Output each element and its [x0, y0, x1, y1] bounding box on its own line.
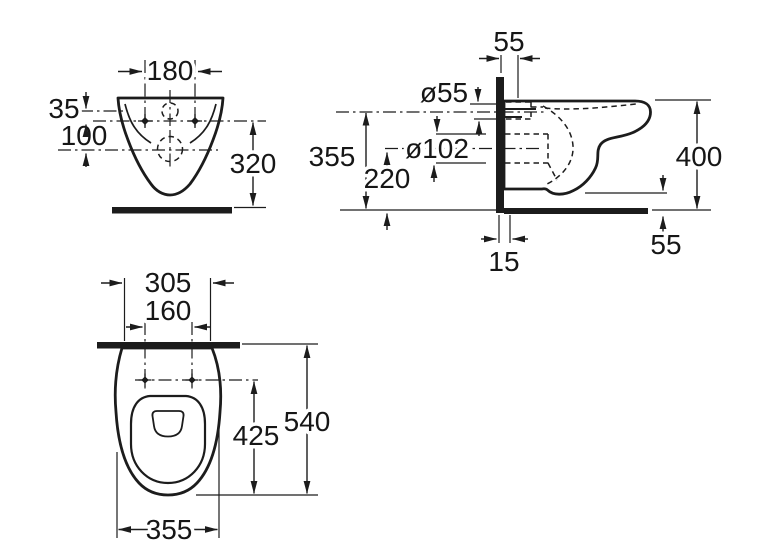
outlet-socket-hidden [505, 133, 558, 181]
dim-label-axis-gap: 100 [61, 120, 108, 151]
dim-label-fixing-setback: 55 [493, 26, 524, 57]
drain-hole-symbol [156, 135, 184, 163]
front-view: 180 35 100 320 [45, 52, 280, 214]
side-toilet-profile [502, 99, 652, 196]
front-rim-inner-right [189, 103, 217, 144]
side-dimensions [362, 55, 711, 243]
floor-bar [504, 208, 648, 214]
side-hidden-lines [497, 101, 637, 185]
inlet-socket-hidden [506, 101, 543, 120]
plan-sump-outline [151, 410, 185, 438]
plan-view-labels: 305 160 425 540 355 [141, 264, 334, 549]
front-view-body [112, 96, 232, 214]
wall-bar [496, 77, 504, 213]
side-view-labels: 55 ø55 ø102 355 220 400 55 15 [305, 23, 726, 281]
plan-wall-bar [97, 342, 240, 349]
dim-label-axis-height: 320 [230, 148, 277, 179]
dim-label-inlet-diameter: ø55 [420, 77, 468, 108]
inlet-hole-symbol [161, 102, 179, 120]
side-centerlines [336, 111, 545, 150]
front-bowl-outline [116, 96, 225, 197]
dim-label-outlet-diameter: ø102 [405, 133, 469, 164]
plan-fixing-hole-right [185, 373, 199, 387]
dim-label-back-width: 305 [145, 267, 192, 298]
front-floor-bar [112, 207, 232, 214]
dim-label-front-to-holes: 425 [233, 420, 280, 451]
dim-label-overall-width: 355 [146, 514, 193, 545]
dim-label-outlet-axis-height: 220 [364, 163, 411, 194]
plan-fixing-holes [138, 373, 199, 387]
plan-seat-ring [129, 394, 207, 485]
front-view-dimensions [82, 68, 266, 209]
dim-label-underside-clearance: 55 [650, 229, 681, 260]
dim-label-hole-spacing: 180 [147, 55, 194, 86]
trap-hidden-line [542, 105, 574, 185]
plan-view: 305 160 425 540 355 [97, 264, 334, 549]
side-view: 55 ø55 ø102 355 220 400 55 15 [305, 23, 726, 281]
dim-label-wall-gap: 15 [488, 246, 519, 277]
plan-dimensions [101, 278, 318, 538]
rim-hidden-line [544, 103, 637, 110]
front-rim-inner-left [124, 103, 152, 144]
plan-fixing-hole-left [138, 373, 152, 387]
dim-label-inlet-drop: 35 [48, 93, 79, 124]
dim-label-overall-height: 400 [676, 141, 723, 172]
dim-label-plan-hole-spacing: 160 [145, 295, 192, 326]
dim-label-inlet-axis-height: 355 [309, 141, 356, 172]
dim-label-overall-depth: 540 [284, 406, 331, 437]
